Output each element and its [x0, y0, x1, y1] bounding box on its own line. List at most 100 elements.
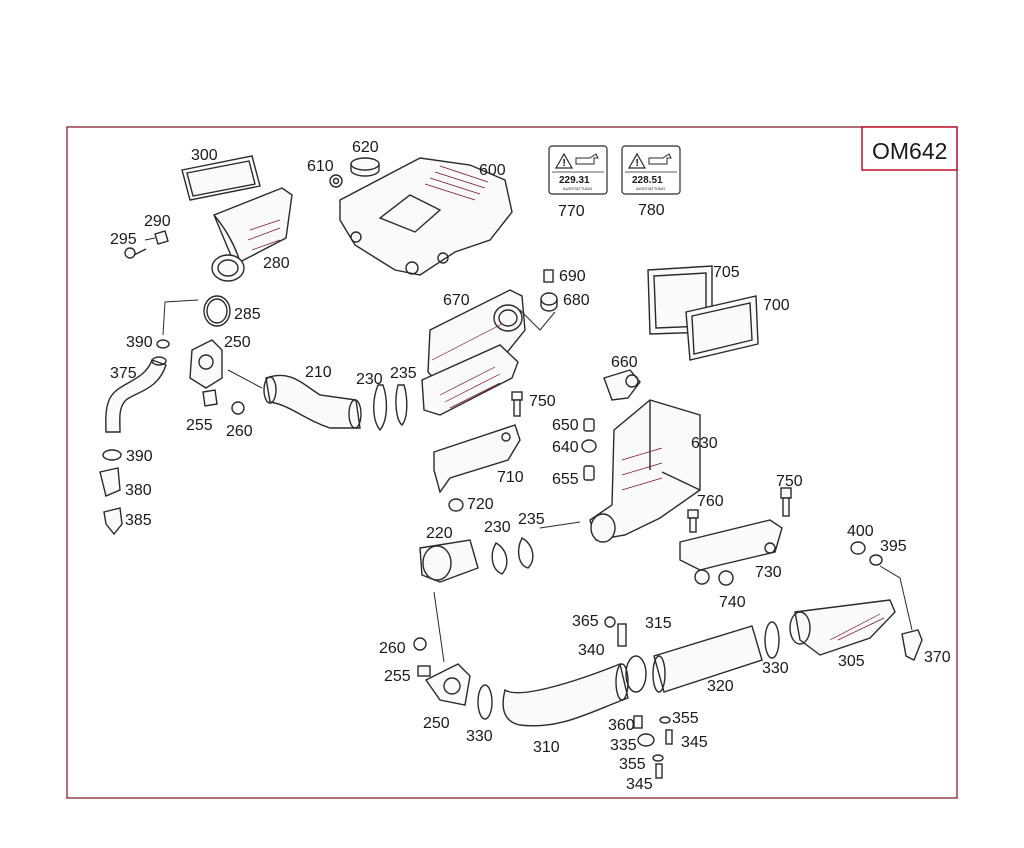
- label-285: 285: [234, 306, 261, 323]
- label-355-upper: 355: [672, 710, 699, 727]
- label-210: 210: [305, 364, 332, 381]
- label-620: 620: [352, 139, 379, 156]
- part-315-gasket: [625, 655, 647, 693]
- label-345-lower: 345: [626, 776, 653, 793]
- label-235-lower: 235: [518, 511, 545, 528]
- label-670: 670: [443, 292, 470, 309]
- label-250-lower: 250: [423, 715, 450, 732]
- part-320-pipe: [652, 625, 763, 693]
- label-370: 370: [924, 649, 951, 666]
- part-260-screw-upper: [231, 401, 245, 415]
- part-660-sensor: [603, 369, 641, 401]
- label-375: 375: [110, 365, 137, 382]
- part-number-labels: 300 620 610 600 290 295 280 285 390 250 …: [110, 139, 951, 793]
- part-250-connector-upper: [189, 339, 223, 389]
- part-340-sensor: [617, 623, 627, 647]
- part-235-seal-upper: [395, 384, 408, 426]
- part-345-bolt-lower: [655, 763, 663, 779]
- part-360-sleeve: [633, 715, 643, 729]
- part-310-pipe: [502, 663, 629, 727]
- part-280-intake-duct: [211, 187, 293, 282]
- label-655: 655: [552, 471, 579, 488]
- label-315: 315: [645, 615, 672, 632]
- label-400: 400: [847, 523, 874, 540]
- oil-can-icon: [648, 153, 672, 165]
- oil-label-780: ! 228.51 AUSSTATTUNG: [621, 145, 681, 195]
- label-390-upper: 390: [126, 334, 153, 351]
- part-655-sleeve: [583, 465, 595, 481]
- label-760: 760: [697, 493, 724, 510]
- oil-label-small-text: AUSSTATTUNG: [636, 186, 665, 191]
- part-760-bolt: [687, 509, 699, 533]
- label-740: 740: [719, 594, 746, 611]
- part-720-mount: [448, 498, 464, 512]
- part-630-housing: [589, 399, 701, 543]
- label-250-upper: 250: [224, 334, 251, 351]
- engine-code-box: OM642: [861, 126, 958, 171]
- svg-text:!: !: [636, 158, 639, 169]
- label-770: 770: [558, 203, 585, 220]
- part-295-screw: [124, 247, 147, 259]
- label-710: 710: [497, 469, 524, 486]
- part-390-clamp-lower: [102, 449, 122, 461]
- label-310: 310: [533, 739, 560, 756]
- part-210-hose: [263, 374, 362, 429]
- oil-can-icon: [575, 153, 599, 165]
- part-610-grommet: [329, 174, 343, 188]
- label-330-right: 330: [762, 660, 789, 677]
- label-380: 380: [125, 482, 152, 499]
- label-255-lower: 255: [384, 668, 411, 685]
- label-305: 305: [838, 653, 865, 670]
- label-700: 700: [763, 297, 790, 314]
- part-620-cap: [350, 157, 380, 177]
- label-600: 600: [479, 162, 506, 179]
- label-750-lower: 750: [776, 473, 803, 490]
- part-330-ring-left: [477, 684, 493, 720]
- part-740-mounts: [694, 569, 734, 586]
- diagram-frame: [66, 126, 958, 799]
- label-365: 365: [572, 613, 599, 630]
- label-255-upper: 255: [186, 417, 213, 434]
- label-260-lower: 260: [379, 640, 406, 657]
- part-395-washer: [869, 554, 883, 566]
- part-370-bracket: [901, 629, 923, 661]
- part-380-valve: [99, 467, 121, 497]
- label-335: 335: [610, 737, 637, 754]
- part-650-sleeve: [583, 418, 595, 432]
- label-355-lower: 355: [619, 756, 646, 773]
- part-600-engine-cover: [339, 157, 513, 276]
- label-345-upper: 345: [681, 734, 708, 751]
- label-290: 290: [144, 213, 171, 230]
- part-700-filter: [685, 295, 759, 361]
- label-320: 320: [707, 678, 734, 695]
- part-255-clip-upper: [202, 389, 218, 407]
- part-230-seal-lower: [491, 542, 508, 575]
- svg-text:!: !: [563, 158, 566, 169]
- warning-triangle-icon: [554, 152, 574, 169]
- part-220-connector: [419, 539, 479, 583]
- part-400-washer: [850, 541, 866, 555]
- label-220: 220: [426, 525, 453, 542]
- label-660: 660: [611, 354, 638, 371]
- label-260-upper: 260: [226, 423, 253, 440]
- part-250-connector-lower: [424, 663, 471, 706]
- part-680-mount: [540, 292, 558, 312]
- oil-label-770: ! 229.31 AUSSTATTUNG: [548, 145, 608, 195]
- part-750-bolt-lower: [780, 487, 792, 517]
- part-345-bolt-upper: [665, 729, 673, 745]
- part-365-cap: [604, 616, 616, 628]
- part-305-intake: [789, 599, 896, 656]
- label-705: 705: [713, 264, 740, 281]
- label-235-upper: 235: [390, 365, 417, 382]
- part-335-grommet: [637, 733, 655, 747]
- label-690: 690: [559, 268, 586, 285]
- label-395: 395: [880, 538, 907, 555]
- label-610: 610: [307, 158, 334, 175]
- label-360: 360: [608, 717, 635, 734]
- label-650: 650: [552, 417, 579, 434]
- part-390-clamp-upper: [156, 339, 170, 349]
- oil-spec-780: 228.51: [632, 175, 663, 186]
- part-640-grommet: [581, 439, 597, 453]
- part-290-clip: [154, 230, 169, 245]
